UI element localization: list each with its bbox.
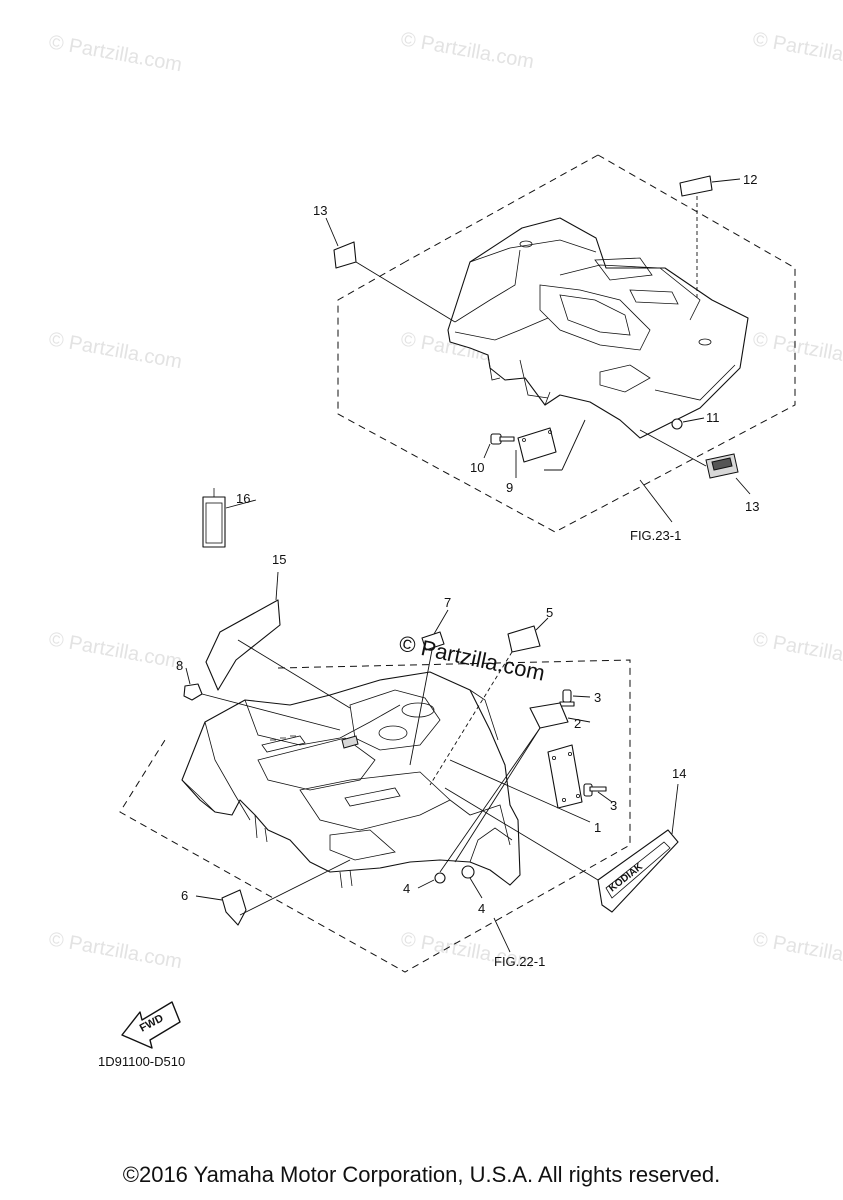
- front-fender-group: KODIAK: [119, 488, 679, 973]
- callout-7: 7: [444, 595, 451, 610]
- watermark: © Partzilla.com: [751, 328, 843, 373]
- watermark: © Partzilla.com: [751, 28, 843, 73]
- callout-3-lower: 3: [610, 798, 617, 813]
- watermark: © Partzilla.com: [751, 928, 843, 973]
- callout-13-bottom: 13: [745, 499, 759, 514]
- kodiak-decal-14: KODIAK: [597, 829, 679, 913]
- decal-12: [679, 175, 713, 197]
- watermark: © Partzilla.com: [47, 628, 184, 673]
- rivet-10: [490, 433, 515, 445]
- grommet-11: [671, 418, 683, 430]
- watermark: © Partzilla.com: [751, 628, 843, 673]
- callout-2: 2: [574, 716, 581, 731]
- panel: [547, 744, 583, 809]
- watermark: © Partzilla.com: [399, 28, 536, 73]
- bolt-3-top: [559, 689, 575, 707]
- callout-14: 14: [672, 766, 686, 781]
- front-assembly-outline: [119, 659, 631, 973]
- fig-ref-22-1: FIG.22-1: [494, 954, 545, 969]
- decal-16: [202, 488, 226, 548]
- callout-11: 11: [706, 410, 720, 425]
- callout-15: 15: [272, 552, 286, 567]
- fig-ref-23-1: FIG.23-1: [630, 528, 681, 543]
- diagram-code: 1D91100-D510: [98, 1054, 185, 1069]
- watermark: © Partzilla.com: [47, 31, 184, 76]
- bolt-3-lower: [583, 783, 607, 797]
- callout-16: 16: [236, 491, 250, 506]
- callout-4-right: 4: [478, 901, 485, 916]
- copyright-notice: ©2016 Yamaha Motor Corporation, U.S.A. A…: [122, 1162, 721, 1187]
- callout-6: 6: [181, 888, 188, 903]
- plate-2: [529, 702, 569, 729]
- callout-9: 9: [506, 480, 513, 495]
- watermark: © Partzilla.com: [47, 928, 184, 973]
- rear-fender-group: [325, 154, 796, 533]
- front-fender: [181, 671, 521, 886]
- decal-15: [205, 599, 281, 691]
- callout-10: 10: [470, 460, 484, 475]
- callout-4-left: 4: [403, 881, 410, 896]
- fwd-arrow-icon: FWD: [121, 1001, 181, 1049]
- callout-5: 5: [546, 605, 553, 620]
- washer-4-left: [434, 872, 446, 884]
- callout-12: 12: [743, 172, 757, 187]
- washer-4-right: [461, 865, 475, 879]
- cap-8: [183, 683, 203, 701]
- rear-fender: [447, 217, 749, 439]
- decal-13-top: [333, 241, 357, 269]
- watermark: © Partzilla.com: [47, 328, 184, 373]
- rear-assembly-outline: [337, 154, 796, 533]
- callout-3-top: 3: [594, 690, 601, 705]
- callout-labels: 13 12 11 10 9 13 FIG.23-1 16 15 7 5 8 3 …: [176, 172, 759, 969]
- rear-assembly-outline-edge: [404, 154, 599, 263]
- decal-5: [507, 625, 541, 653]
- callout-13-top: 13: [313, 203, 327, 218]
- callout-8: 8: [176, 658, 183, 673]
- lid-9: [517, 427, 557, 463]
- decal-6: [221, 889, 247, 926]
- callout-1: 1: [594, 820, 601, 835]
